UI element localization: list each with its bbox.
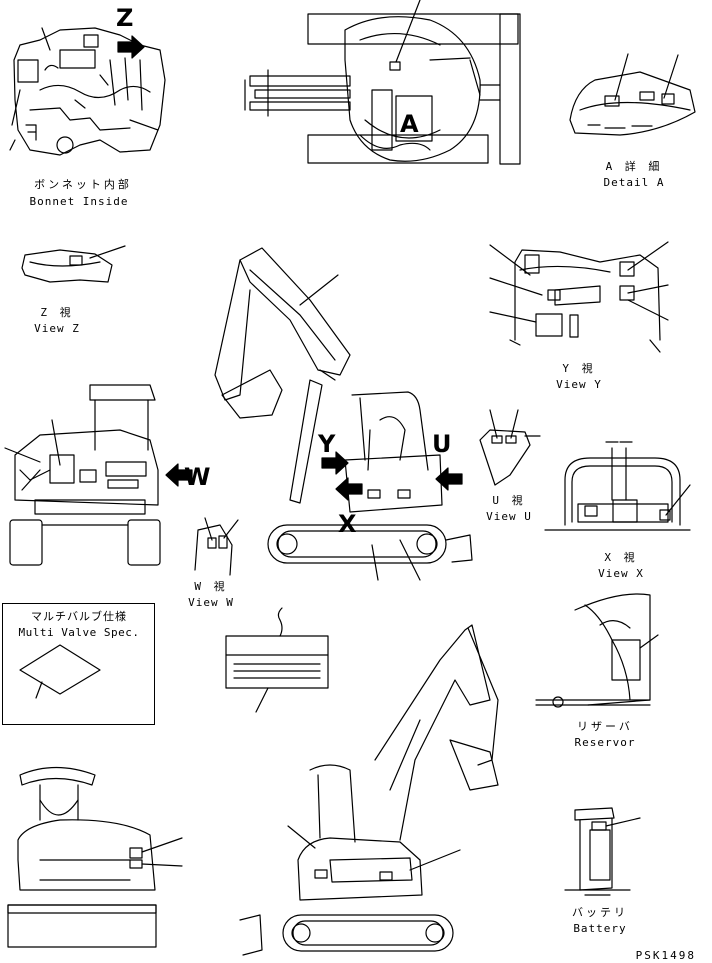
decal-sheet-drawing (226, 608, 328, 712)
battery-en: Battery (573, 922, 627, 935)
marker-y: Y (318, 430, 336, 458)
reservor-drawing (536, 594, 658, 707)
view-u-en: View U (486, 510, 532, 523)
marker-z: Z (116, 4, 134, 32)
view-w-drawing (195, 518, 238, 575)
multi-valve-spec-box (2, 603, 155, 725)
view-y-en: View Y (556, 378, 602, 391)
top-view-drawing (245, 0, 520, 164)
drawing-id: PSK1498 (635, 949, 696, 962)
bonnet-inside-en: Bonnet Inside (29, 195, 129, 208)
multi-valve-jp: マルチバルブ仕様 (31, 610, 127, 623)
view-x-drawing (545, 442, 690, 530)
rear-view-w-drawing (5, 385, 192, 565)
marker-x: X (338, 510, 357, 538)
bonnet-inside-drawing (10, 28, 165, 155)
battery-jp: バッテリ (572, 906, 628, 919)
battery-drawing (565, 808, 640, 895)
detail-a-drawing (570, 54, 695, 135)
detail-a-jp: A 詳 細 (605, 160, 663, 173)
side-view-drawing (240, 625, 498, 955)
main-excavator-drawing (215, 248, 472, 580)
marker-w: W (184, 463, 211, 491)
marker-u: U (432, 430, 452, 458)
view-y-jp: Y 視 (562, 362, 596, 375)
view-x-en: View X (598, 567, 644, 580)
view-z-jp: Z 視 (40, 306, 74, 319)
detail-a-en: Detail A (603, 176, 665, 189)
reservor-jp: リザーバ (577, 720, 633, 733)
rear-view-drawing (8, 768, 182, 948)
view-z-en: View Z (34, 322, 80, 335)
multi-valve-drawing (20, 645, 100, 698)
view-y-drawing (490, 242, 668, 352)
reservor-en: Reservor (574, 736, 636, 749)
view-u-jp: U 視 (492, 494, 526, 507)
view-w-en: View W (188, 596, 234, 609)
marker-a: A (400, 110, 419, 138)
bonnet-inside-jp: ボンネット内部 (34, 178, 132, 191)
view-w-jp: W 視 (194, 580, 228, 593)
view-x-jp: X 視 (604, 551, 638, 564)
multi-valve-en: Multi Valve Spec. (18, 626, 140, 639)
view-u-drawing (480, 410, 540, 485)
view-z-drawing (22, 246, 125, 282)
